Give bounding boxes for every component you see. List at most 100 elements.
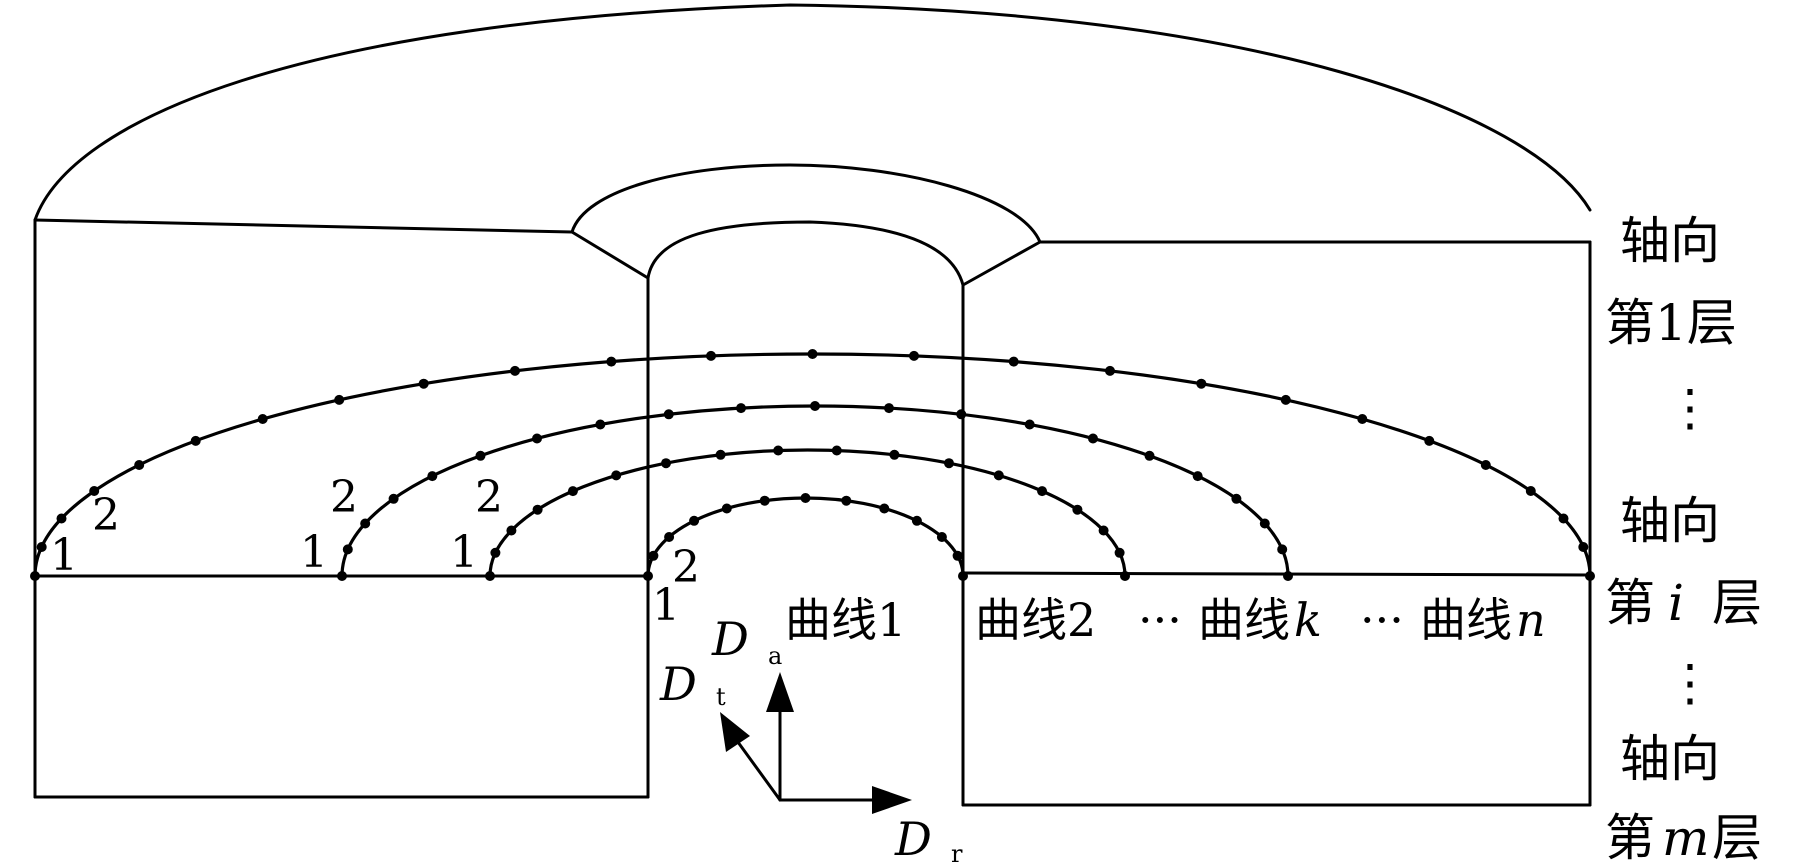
curve-point bbox=[956, 409, 967, 420]
curve-point bbox=[1088, 433, 1098, 444]
curve-point bbox=[567, 486, 578, 497]
curve-point bbox=[1105, 365, 1115, 376]
curve-point bbox=[334, 394, 345, 405]
curve-point bbox=[807, 349, 818, 359]
curve-point bbox=[1558, 513, 1569, 524]
axial-label-i: 轴向 bbox=[1620, 492, 1720, 550]
curve-point bbox=[1231, 493, 1242, 504]
curve-1-arc bbox=[33, 352, 1592, 577]
axis-da-label: D bbox=[711, 612, 749, 666]
curve-point bbox=[360, 518, 371, 529]
curve-point bbox=[715, 449, 726, 460]
curve-label-1: 曲线1 bbox=[785, 593, 906, 647]
curve-point bbox=[1072, 504, 1083, 515]
curve-point bbox=[952, 550, 963, 561]
axis-dt-line bbox=[733, 736, 782, 802]
curve-point bbox=[643, 571, 653, 581]
bore-slope-right bbox=[961, 240, 1042, 287]
hub-cap-arc bbox=[570, 163, 1042, 244]
layer-i-label-pre: 第 bbox=[1605, 574, 1655, 632]
point-label-2: 2 bbox=[92, 490, 120, 541]
point-label-2: 2 bbox=[330, 472, 358, 523]
curve-point bbox=[759, 495, 770, 506]
curve-point bbox=[257, 414, 268, 424]
curve-point bbox=[1578, 542, 1589, 552]
layer-i-label-var: i bbox=[1668, 574, 1684, 632]
layer-i-label-post: 层 bbox=[1712, 574, 1762, 632]
curve-point bbox=[418, 378, 429, 389]
curve-point bbox=[1283, 571, 1293, 581]
axis-dt-arrowhead bbox=[720, 712, 750, 752]
curve-point bbox=[89, 486, 100, 496]
ellipsis-2: ··· bbox=[1360, 593, 1404, 647]
curve-label-k-prefix: 曲线 bbox=[1198, 593, 1290, 647]
curve-point bbox=[56, 513, 67, 524]
curve-point bbox=[1037, 486, 1048, 497]
curve-point bbox=[1120, 571, 1130, 581]
curve-labels: 曲线1 曲线2 ··· 曲线 k ··· 曲线 n bbox=[785, 593, 1546, 647]
layer-labels: 轴向 第1层 ⋮ 轴向 第 i 层 ⋮ 轴向 第 m 层 bbox=[1605, 212, 1762, 865]
curve-point bbox=[388, 493, 399, 504]
axial-label-1: 轴向 bbox=[1620, 212, 1720, 270]
curve-point bbox=[944, 458, 954, 469]
layer-m-label-pre: 第 bbox=[1605, 809, 1655, 865]
point-label-2: 2 bbox=[475, 472, 503, 523]
curve-point bbox=[1357, 414, 1368, 424]
curve-point bbox=[1585, 571, 1595, 581]
layer-m-label-post: 层 bbox=[1712, 809, 1762, 865]
axis-dr-label: D bbox=[894, 812, 932, 865]
layer-m-label-var: m bbox=[1662, 809, 1709, 865]
curve-point bbox=[134, 460, 145, 470]
curve-point bbox=[36, 542, 47, 552]
curve-point bbox=[1196, 378, 1207, 389]
curve-point bbox=[532, 504, 543, 515]
curve-point bbox=[485, 571, 495, 581]
curve-group bbox=[33, 352, 1592, 577]
axis-dr-subscript: r bbox=[951, 840, 963, 865]
vdots-1: ⋮ bbox=[1665, 379, 1715, 437]
axis-dr-arrowhead bbox=[872, 786, 912, 814]
axial-label-m: 轴向 bbox=[1620, 730, 1720, 788]
curve-label-2: 曲线2 bbox=[975, 593, 1096, 647]
bore-top-arc bbox=[646, 220, 965, 287]
curve-point bbox=[506, 525, 517, 536]
curve-point bbox=[889, 449, 900, 460]
curve-point bbox=[1114, 547, 1125, 558]
curve-point bbox=[1192, 471, 1203, 482]
curve-point bbox=[490, 547, 501, 558]
curve-point bbox=[1008, 356, 1019, 367]
curve-point bbox=[884, 403, 894, 414]
curve-point bbox=[1424, 435, 1435, 446]
curve-point bbox=[532, 433, 542, 444]
coordinate-axes: D a D t D r bbox=[659, 612, 963, 865]
curve-point bbox=[810, 401, 820, 411]
top-rim-left bbox=[33, 218, 574, 234]
curve-point bbox=[706, 350, 716, 361]
curve-point bbox=[1024, 419, 1035, 430]
bore-slope-left bbox=[570, 230, 650, 280]
curve-point bbox=[1480, 460, 1491, 470]
point-label-1: 1 bbox=[450, 527, 478, 578]
curve-point bbox=[909, 350, 919, 361]
curve-label-k-var: k bbox=[1294, 593, 1322, 647]
curve-label-n-prefix: 曲线 bbox=[1420, 593, 1512, 647]
curve-point-group bbox=[30, 349, 1595, 581]
outer-dome-arc bbox=[33, 3, 1592, 222]
ellipsis-1: ··· bbox=[1138, 593, 1182, 647]
curve-point bbox=[30, 571, 40, 581]
curve-point bbox=[879, 503, 890, 514]
point-labels: 1 2 1 2 1 2 1 2 bbox=[50, 472, 700, 631]
curve-point bbox=[648, 550, 659, 561]
curve-point bbox=[611, 470, 622, 481]
curve-point bbox=[1144, 450, 1155, 461]
vdots-2: ⋮ bbox=[1665, 654, 1715, 712]
curve-point bbox=[773, 445, 784, 456]
layer-1-label: 第1层 bbox=[1605, 294, 1737, 352]
axis-da-subscript: a bbox=[768, 642, 782, 670]
curve-point bbox=[595, 419, 606, 430]
curve-point bbox=[664, 532, 675, 542]
curve-point bbox=[958, 571, 968, 581]
curve-point bbox=[736, 403, 746, 414]
axis-dt-label: D bbox=[659, 657, 697, 711]
